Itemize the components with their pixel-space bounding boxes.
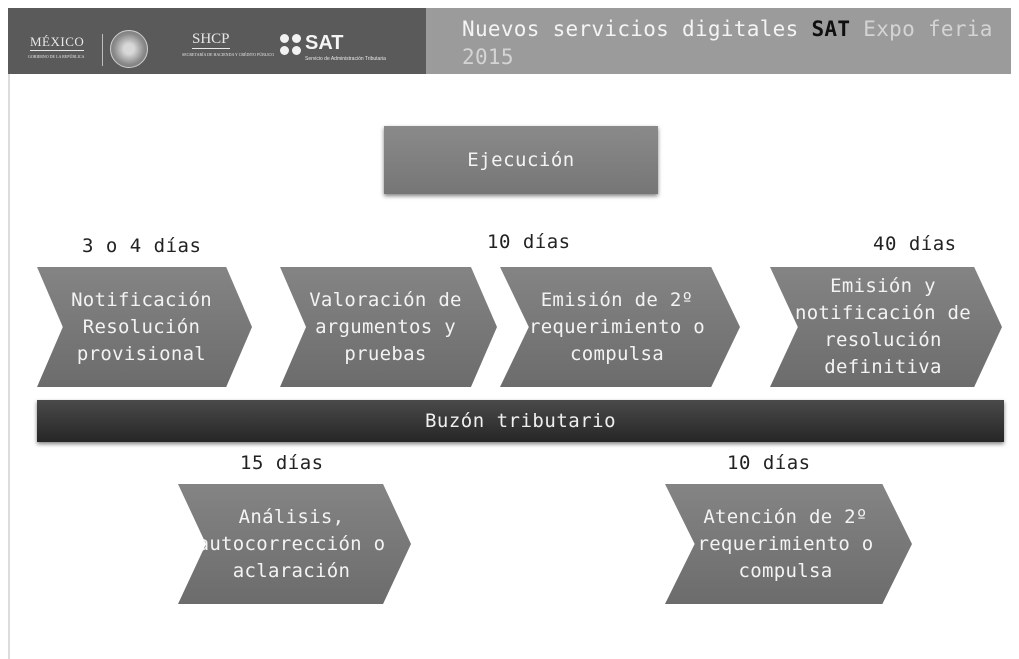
duration-label-4: 15 días — [240, 452, 324, 474]
national-seal-icon — [110, 30, 148, 68]
mexico-logo: MÉXICO — [30, 34, 85, 51]
step-valoracion: Valoración de argumentos y pruebas — [280, 267, 497, 387]
header-logos: MÉXICO GOBIERNO DE LA REPÚBLICA SHCP SEC… — [8, 8, 426, 74]
page-title: Nuevos servicios digitales SAT Expo feri… — [462, 15, 1019, 71]
buzon-tributario-bar: Buzón tributario — [37, 400, 1004, 442]
duration-label-1: 3 o 4 días — [82, 235, 202, 257]
duration-label-2: 10 días — [487, 231, 571, 253]
title-part-1: Nuevos servicios digitales — [462, 17, 812, 41]
duration-label-3: 40 días — [873, 233, 957, 255]
step-notificacion: Notificación Resolución provisional — [37, 267, 252, 387]
sat-logo-icon — [280, 34, 302, 56]
step-analisis: Análisis, autocorrección o aclaración — [178, 484, 411, 604]
shcp-logo: SHCP — [192, 31, 230, 49]
shcp-logo-subtitle: SECRETARÍA DE HACIENDA Y CRÉDITO PÚBLICO — [182, 52, 275, 57]
duration-label-5: 10 días — [727, 452, 811, 474]
step-emision-resolucion: Emisión y notificación de resolución def… — [770, 267, 1002, 387]
execution-box: Ejecución — [384, 126, 658, 194]
mexico-logo-subtitle: GOBIERNO DE LA REPÚBLICA — [28, 54, 85, 59]
title-part-2: Expo feria 2015 — [462, 17, 993, 69]
step-emision-requerimiento: Emisión de 2º requerimiento o compulsa — [500, 267, 740, 387]
left-divider — [8, 74, 10, 659]
sat-logo-subtitle: Servicio de Administración Tributaria — [305, 56, 386, 62]
sat-logo: SAT — [305, 32, 344, 54]
title-sat: SAT — [811, 17, 851, 41]
header-title-bar — [426, 8, 1011, 74]
step-atencion-requerimiento: Atención de 2º requerimiento o compulsa — [665, 484, 912, 604]
logo-divider — [102, 34, 103, 66]
